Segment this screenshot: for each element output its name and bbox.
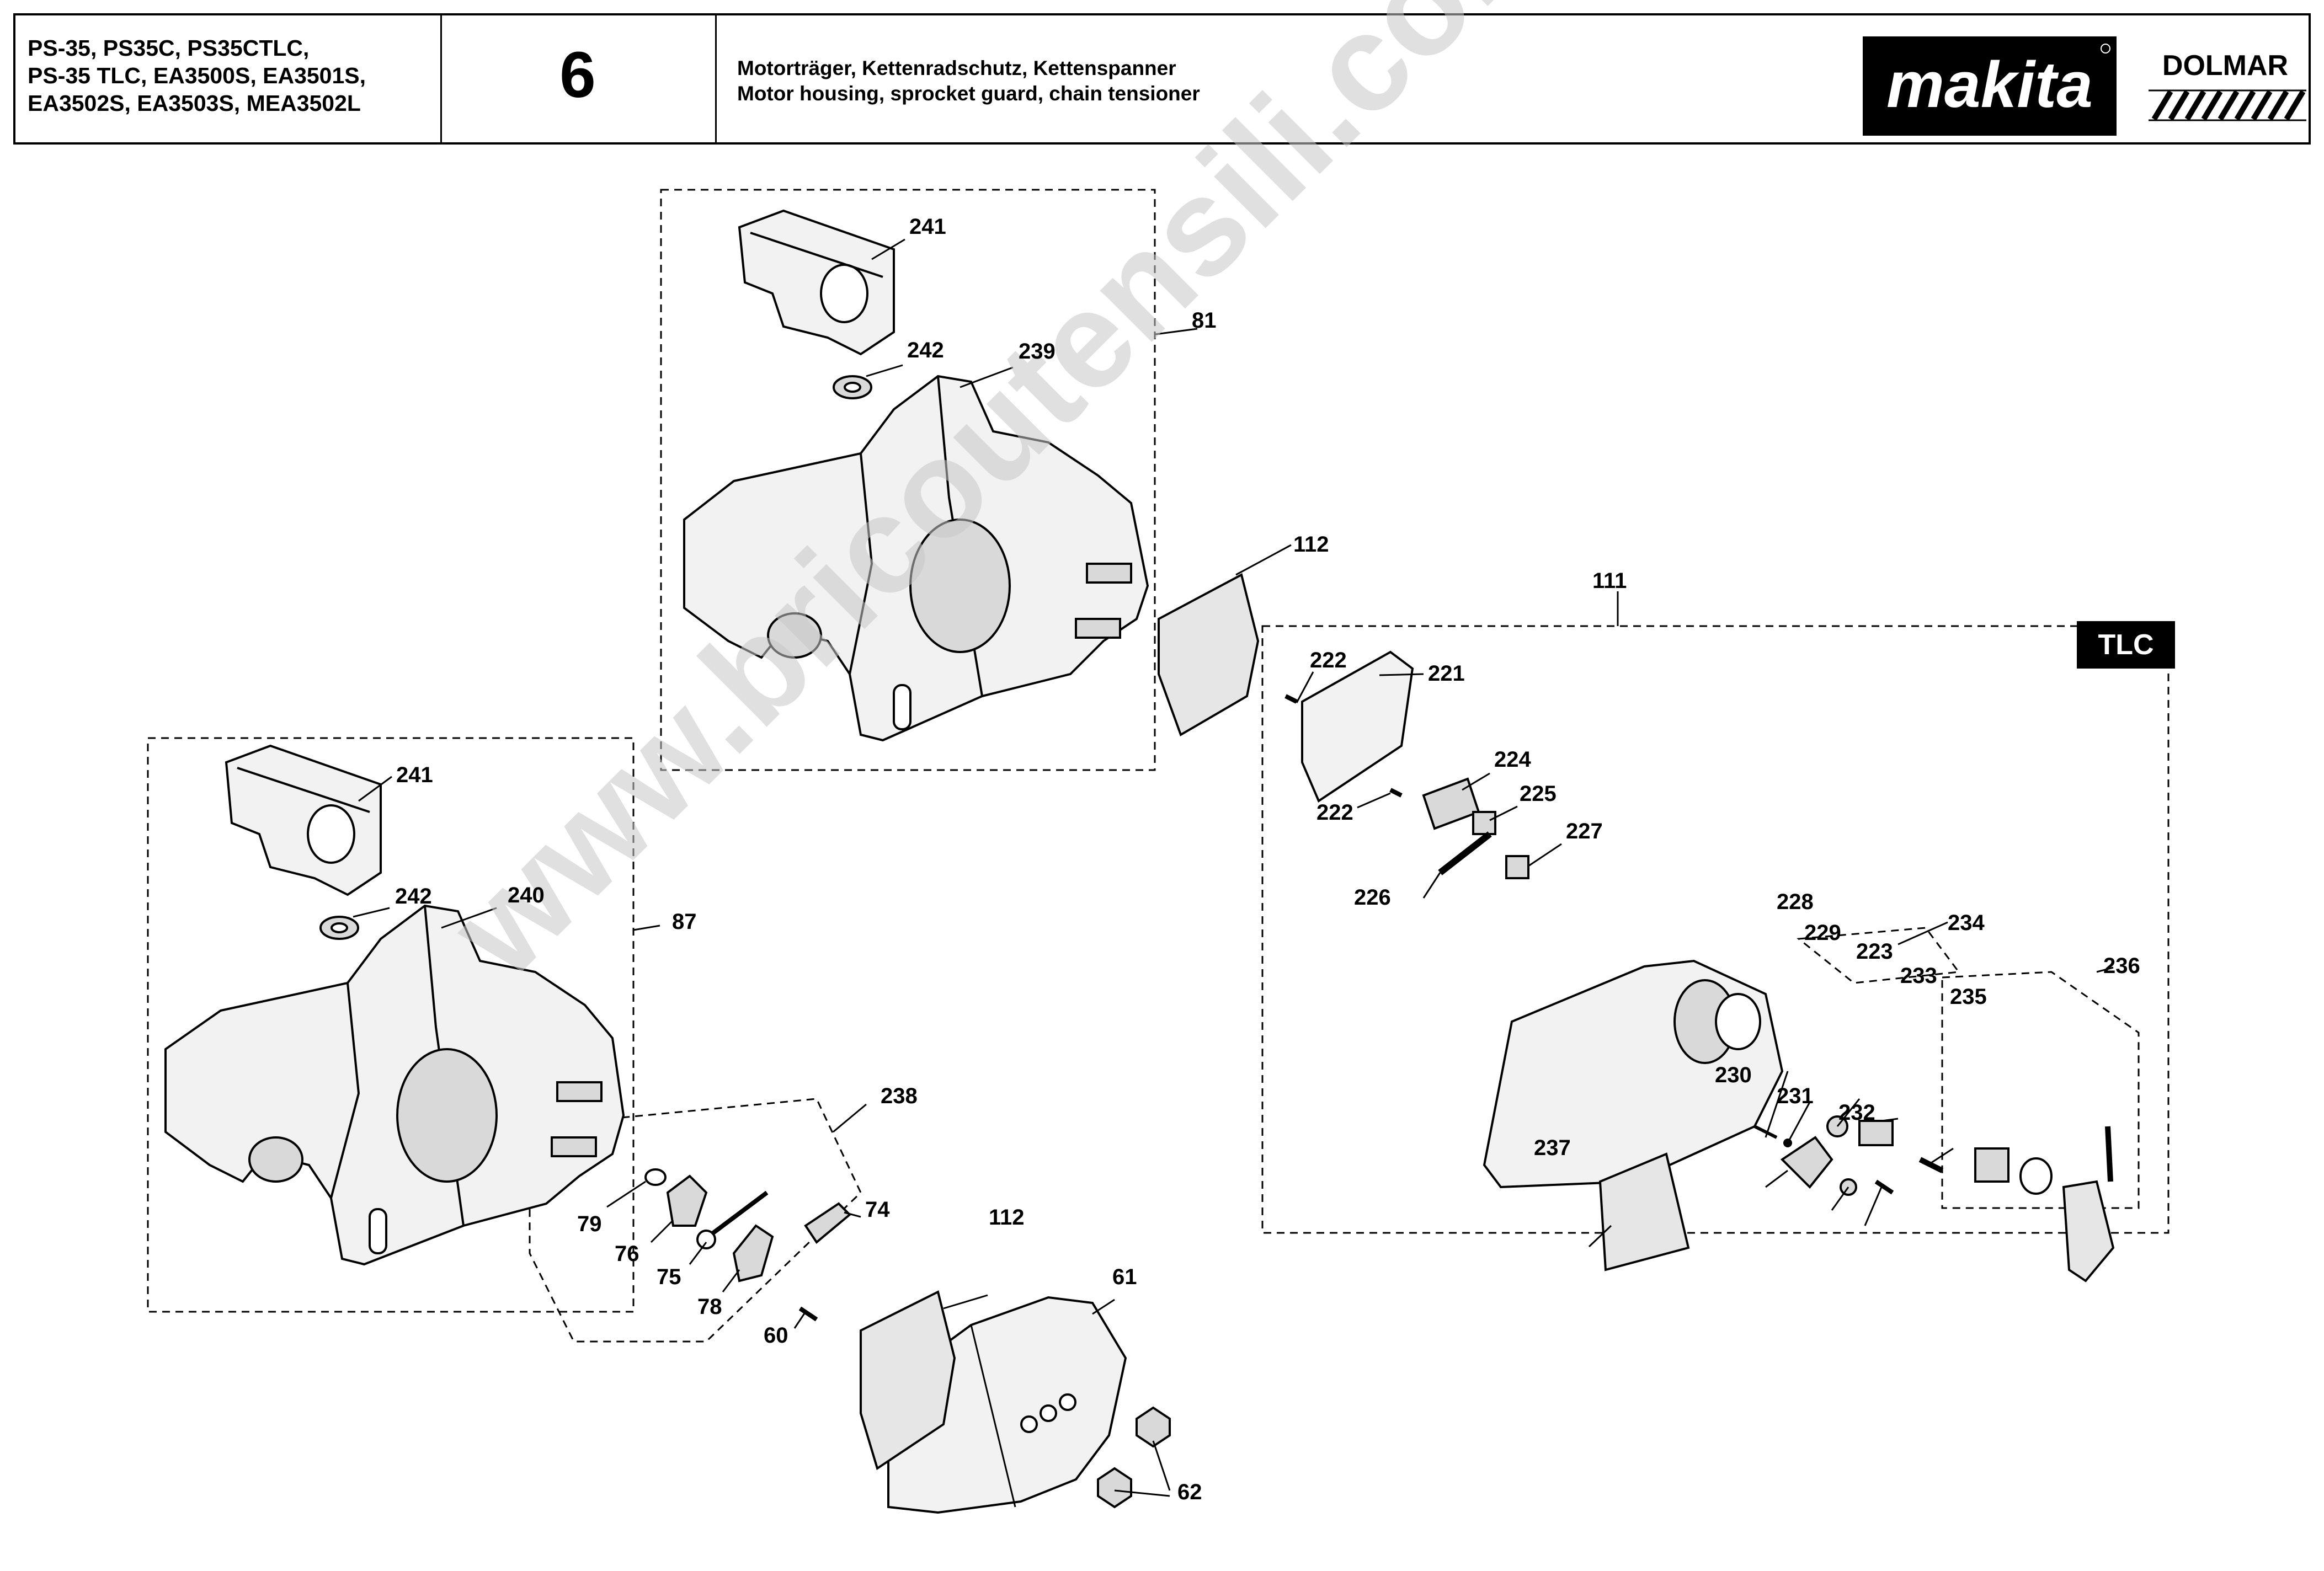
part-label: 236 — [2103, 954, 2140, 978]
part-label: 60 — [764, 1323, 788, 1348]
nuts-62 — [1097, 1406, 1171, 1509]
part-label: 112 — [1293, 532, 1329, 557]
sleeve-227 — [1505, 855, 1529, 879]
part-label: 226 — [1354, 885, 1391, 910]
logo-cell: makita DOLMAR — [1863, 15, 2310, 142]
cover-237 — [1598, 1152, 1690, 1271]
part-label: 224 — [1494, 747, 1531, 772]
diagram-drawing — [147, 189, 2170, 1514]
makita-logo-text: makita — [1886, 49, 2093, 121]
chain-tensioner-parts — [644, 1168, 851, 1322]
part-label: 242 — [395, 884, 432, 909]
title-cell: Motorträger, Kettenradschutz, Kettenspan… — [715, 15, 1863, 142]
header-bar: PS-35, PS35C, PS35CTLC, PS-35 TLC, EA350… — [13, 13, 2311, 145]
group-frame-234 — [1797, 927, 1960, 984]
part-label: 242 — [907, 338, 944, 362]
part-label: 87 — [672, 910, 697, 934]
part-label: 222 — [1310, 648, 1347, 672]
part-label: 74 — [865, 1198, 890, 1222]
engine-mount-241-upper — [738, 209, 895, 356]
screw-232 — [1874, 1179, 1894, 1195]
part-label: 225 — [1520, 782, 1557, 806]
pin-225 — [1472, 811, 1496, 835]
leader-lines — [353, 238, 2114, 1497]
part-label: 81 — [1192, 308, 1217, 333]
models-cell: PS-35, PS35C, PS35CTLC, PS-35 TLC, EA350… — [15, 15, 442, 142]
gasket-242-lower — [319, 916, 359, 940]
bolt-226 — [1438, 831, 1492, 875]
guide-plate-112-upper — [1158, 573, 1260, 736]
part-label: 234 — [1948, 911, 1985, 935]
part-label: 241 — [909, 215, 946, 239]
part-label: 240 — [508, 883, 545, 907]
spring-235 — [1918, 1157, 1944, 1173]
part-label: 78 — [697, 1295, 722, 1319]
part-label: 238 — [881, 1084, 918, 1108]
title-german: Motorträger, Kettenradschutz, Kettenspan… — [737, 57, 1176, 79]
page-number-cell: 6 — [440, 15, 717, 142]
dolmar-logo-text: DOLMAR — [2162, 50, 2288, 82]
part-label: 233 — [1900, 964, 1937, 988]
part-label: 229 — [1804, 921, 1841, 945]
part-label: 228 — [1777, 890, 1814, 914]
part-label: 227 — [1566, 819, 1603, 843]
makita-logo: makita — [1863, 36, 2117, 136]
spring-228 — [1753, 1125, 1778, 1139]
ring-79 — [644, 1168, 667, 1186]
title-english: Motor housing, sprocket guard, chain ten… — [737, 82, 1200, 105]
screw-222-b — [1389, 788, 1403, 798]
part-label: 241 — [396, 763, 433, 787]
part-label: 75 — [657, 1265, 681, 1289]
part-label: 61 — [1112, 1265, 1137, 1289]
part-label: 230 — [1715, 1063, 1752, 1087]
dolmar-logo: DOLMAR — [2149, 50, 2306, 121]
tlc-assembly-111 — [1284, 650, 2115, 1283]
part-label: 221 — [1428, 661, 1465, 686]
part-label: 79 — [577, 1212, 602, 1236]
part-label: 62 — [1177, 1480, 1202, 1504]
cover-plate-221 — [1301, 650, 1414, 803]
part-label: 222 — [1316, 800, 1353, 825]
part-label: 237 — [1534, 1136, 1571, 1160]
part-label: 235 — [1950, 985, 1987, 1009]
tensioner-78 — [732, 1224, 774, 1283]
gasket-242-upper — [833, 375, 872, 399]
engine-mount-241-lower — [225, 744, 382, 896]
model-list: PS-35, PS35C, PS35CTLC, PS-35 TLC, EA350… — [28, 34, 366, 117]
part-label: 111 — [1592, 569, 1627, 593]
motor-housing-87 — [164, 904, 625, 1266]
plate-224 — [1422, 777, 1480, 830]
model-line: EA3502S, EA3503S, MEA3502L — [28, 90, 361, 116]
model-line: PS-35, PS35C, PS35CTLC, — [28, 35, 310, 61]
group-frame-81 — [660, 189, 1156, 771]
group-frame-111 — [1261, 625, 2170, 1234]
part-label: 76 — [615, 1242, 639, 1266]
group-frame-87 — [147, 737, 635, 1313]
plate-74 — [804, 1202, 851, 1244]
part-label: 112 — [989, 1205, 1025, 1230]
knob-230 — [1780, 1136, 1833, 1189]
sleeve-236 — [1974, 1147, 2009, 1183]
guide-plate-112-lower — [860, 1290, 956, 1471]
group-frame-238 — [529, 1098, 862, 1343]
tlc-badge: TLC — [2077, 621, 2175, 669]
part-label: 231 — [1777, 1084, 1814, 1108]
bushing-233 — [1858, 1120, 1894, 1146]
page-number: 6 — [559, 39, 596, 111]
screw-60 — [798, 1306, 818, 1322]
part-label: 232 — [1838, 1100, 1875, 1125]
model-line: PS-35 TLC, EA3500S, EA3501S, — [28, 63, 366, 88]
gear-76 — [666, 1174, 708, 1227]
part-label: 223 — [1856, 939, 1893, 964]
screw-222-a — [1284, 694, 1298, 704]
motor-housing-81 — [683, 375, 1149, 742]
part-label: 239 — [1019, 339, 1056, 364]
